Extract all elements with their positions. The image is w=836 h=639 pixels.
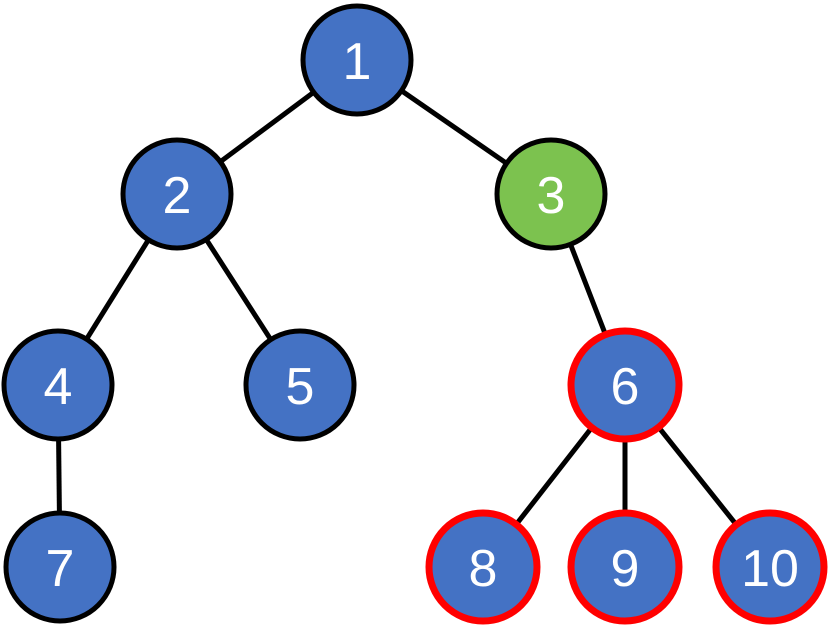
node-3: 3 [494,137,608,251]
node-9: 9 [567,509,683,625]
node-8: 8 [425,509,541,625]
node-4: 4 [1,328,115,442]
node-7-circle [3,510,117,624]
node-1: 1 [300,3,414,117]
node-7: 7 [3,510,117,624]
node-1-circle [300,3,414,117]
node-2: 2 [120,137,234,251]
node-3-circle [494,137,608,251]
node-6-circle [567,327,683,443]
node-8-circle [425,509,541,625]
node-10-circle [712,509,828,625]
node-5-circle [243,328,357,442]
node-9-circle [567,509,683,625]
node-4-circle [1,328,115,442]
node-6: 6 [567,327,683,443]
node-2-circle [120,137,234,251]
node-10: 10 [712,509,828,625]
node-5: 5 [243,328,357,442]
